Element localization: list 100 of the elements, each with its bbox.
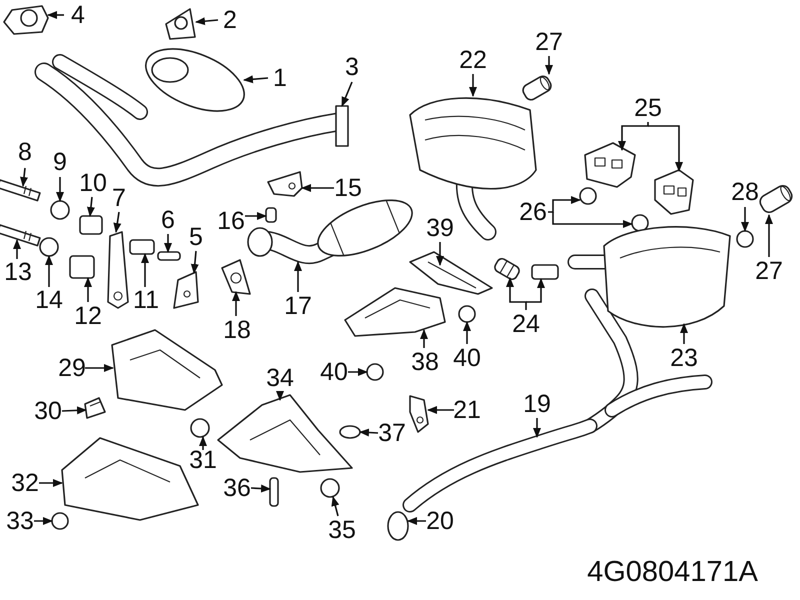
callout-number: 2	[223, 8, 237, 32]
callout-number: 4	[71, 3, 85, 27]
middle-pipe-drawing	[247, 200, 413, 264]
callout-number: 11	[133, 288, 159, 312]
leader-arrow	[548, 196, 581, 213]
callout-number: 22	[459, 48, 487, 72]
callout-number: 34	[266, 366, 294, 390]
callout-number: 8	[18, 140, 32, 164]
callout-number: 19	[523, 392, 551, 416]
part-number: 4G0804171A	[587, 556, 758, 588]
leader-arrow	[141, 253, 149, 287]
leader-arrow	[56, 177, 64, 202]
leader-arrow	[420, 329, 428, 348]
leader-arrow	[348, 368, 368, 376]
leader-arrow	[506, 277, 527, 310]
callout-number: 39	[426, 216, 454, 240]
leader-arrow	[13, 239, 21, 259]
callout-number: 17	[284, 294, 312, 318]
heat-shield-drawing	[344, 287, 446, 337]
callout-number: 32	[11, 471, 39, 495]
leader-arrow	[526, 278, 545, 303]
leader-arrow	[765, 214, 773, 257]
callout-number: 40	[453, 346, 481, 370]
grommet	[339, 425, 361, 439]
nut	[458, 305, 476, 323]
callout-number: 28	[731, 180, 759, 204]
leader-arrow	[164, 234, 172, 253]
callout-number: 27	[535, 30, 563, 54]
callout-number: 27	[755, 259, 783, 283]
callout-number: 24	[512, 312, 540, 336]
leader-arrow	[648, 125, 683, 172]
callout-number: 29	[58, 356, 86, 380]
leader-arrow	[45, 255, 53, 287]
callout-number: 10	[79, 171, 107, 195]
heat-shield-drawing	[217, 394, 353, 473]
spacer	[39, 237, 59, 257]
callout-number: 5	[189, 225, 203, 249]
callout-number: 15	[334, 176, 362, 200]
leader-arrow	[47, 11, 64, 19]
leader-arrow	[331, 496, 340, 516]
gasket-drawing	[165, 8, 196, 40]
callout-number: 16	[217, 209, 245, 233]
callout-number: 1	[273, 66, 287, 90]
callout-number: 33	[6, 509, 34, 533]
callout-number: 38	[411, 350, 439, 374]
leader-arrow	[618, 122, 649, 151]
leader-arrow	[86, 196, 95, 217]
leader-arrow	[407, 517, 426, 525]
catalytic-converter-drawing	[145, 48, 245, 112]
bracket-drawing	[173, 271, 199, 309]
leader-arrow	[463, 321, 471, 344]
sleeve	[129, 239, 155, 255]
leader-arrow	[545, 56, 553, 75]
gasket-drawing	[221, 259, 251, 295]
leader-arrow	[113, 212, 122, 233]
callout-number: 31	[189, 448, 217, 472]
hanger-bracket-drawing	[267, 171, 303, 197]
leader-arrow	[294, 261, 302, 292]
gasket-drawing	[3, 5, 49, 35]
bracket-drawing	[584, 142, 636, 188]
nut	[631, 214, 649, 232]
callout-number: 3	[345, 55, 359, 79]
callout-number: 14	[35, 288, 63, 312]
leader-arrow	[245, 212, 267, 220]
leader-arrow	[533, 418, 541, 438]
leader-arrow	[741, 207, 749, 232]
nut	[320, 478, 340, 498]
leader-arrow	[680, 323, 688, 344]
callout-number: 13	[4, 260, 32, 284]
leader-arrow	[301, 184, 334, 192]
rubber-bushing	[79, 215, 103, 235]
leader-arrow	[62, 406, 87, 414]
leader-arrow	[436, 242, 444, 266]
heat-shield-drawing	[111, 329, 223, 411]
callout-number: 6	[161, 208, 175, 232]
leader-arrow	[276, 391, 284, 401]
washer	[50, 200, 70, 220]
front-muffler-drawing	[568, 226, 731, 328]
leader-arrow	[34, 517, 53, 525]
clamp-ring	[736, 230, 754, 248]
leader-arrow	[469, 74, 477, 97]
leader-arrow	[39, 479, 63, 487]
callout-number: 9	[53, 150, 67, 174]
callout-number: 12	[74, 304, 102, 328]
nut	[51, 512, 69, 530]
callout-number: 23	[670, 346, 698, 370]
leader-arrow	[85, 364, 114, 372]
nut	[366, 363, 384, 381]
callout-number: 7	[112, 186, 126, 210]
bolt	[157, 251, 181, 261]
bolt	[269, 477, 279, 507]
clamp-sleeve	[387, 511, 409, 541]
rubber-hanger-drawing	[409, 395, 429, 433]
leader-arrow	[552, 212, 633, 228]
callout-number: 40	[320, 360, 348, 384]
callout-number: 36	[223, 476, 251, 500]
leader-arrow	[359, 428, 378, 436]
callout-number: 26	[519, 200, 547, 224]
leader-arrow	[341, 82, 353, 107]
stud	[265, 207, 277, 223]
